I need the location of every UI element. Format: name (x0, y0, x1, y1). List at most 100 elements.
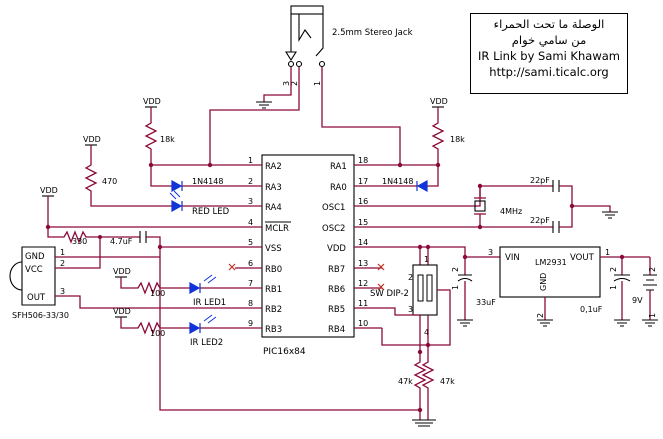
svg-text:2: 2 (60, 259, 65, 268)
svg-text:7: 7 (248, 279, 253, 288)
svg-text:100: 100 (150, 329, 165, 338)
jack-body-top (290, 5, 324, 15)
svg-text:22pF: 22pF (530, 216, 550, 225)
pic-left-pin-lines (235, 164, 262, 329)
svg-text:RB6: RB6 (328, 285, 345, 295)
svg-text:RB7: RB7 (328, 265, 345, 275)
ir-led-icon (189, 321, 201, 335)
svg-text:VDD: VDD (143, 97, 161, 106)
jack-tip-wire (321, 67, 401, 165)
jack-pin-1 (318, 60, 326, 68)
resistor-18k-left (144, 107, 158, 165)
svg-text:RB2: RB2 (265, 305, 282, 315)
diode-icon (171, 179, 183, 193)
svg-text:IR LED2: IR LED2 (190, 338, 223, 348)
jack-gnd-wire (263, 67, 292, 102)
svg-text:1: 1 (424, 255, 429, 264)
svg-text:1: 1 (60, 248, 65, 257)
svg-text:47k: 47k (440, 377, 455, 386)
ir-led-icon (189, 281, 201, 295)
resistor-470 (84, 145, 172, 207)
svg-text:VDD: VDD (40, 186, 58, 195)
red-led-icon (171, 199, 183, 213)
ground-icon (412, 419, 436, 427)
resistor-100-b (120, 317, 190, 335)
svg-text:RB3: RB3 (265, 325, 282, 335)
svg-text:2: 2 (290, 81, 299, 86)
jack-ring-wire (209, 67, 300, 165)
svg-text:VSS: VSS (265, 244, 282, 254)
svg-text:470: 470 (102, 177, 117, 186)
svg-text:0,1uF: 0,1uF (580, 305, 603, 314)
svg-text:14: 14 (358, 238, 368, 247)
svg-text:1: 1 (609, 285, 618, 290)
title-english: IR Link by Sami Khawam (478, 49, 620, 63)
svg-text:8: 8 (248, 299, 253, 308)
svg-text:11: 11 (358, 299, 368, 308)
svg-text:GND: GND (539, 273, 548, 291)
svg-text:3: 3 (282, 81, 291, 86)
nc-mark-icon (377, 283, 385, 291)
svg-text:OUT: OUT (27, 293, 46, 303)
ground-icon (537, 319, 553, 327)
svg-text:4MHz: 4MHz (500, 207, 522, 216)
svg-text:VDD: VDD (83, 135, 101, 144)
svg-text:1: 1 (313, 81, 322, 86)
svg-text:2: 2 (248, 177, 253, 186)
svg-text:MCLR: MCLR (265, 224, 289, 234)
svg-text:RED LED: RED LED (192, 207, 230, 217)
title-arabic-line1: الوصلة ما تحت الحمراء (493, 17, 605, 31)
svg-text:18: 18 (358, 156, 368, 165)
svg-text:RA2: RA2 (265, 162, 282, 172)
capacitor-icon (552, 180, 560, 192)
svg-text:IR LED1: IR LED1 (193, 298, 226, 308)
lm2931-regulator (499, 246, 601, 298)
pic-name: PIC16x84 (263, 347, 306, 357)
svg-text:13: 13 (358, 259, 368, 268)
resistor-100-a (120, 277, 190, 295)
svg-text:17: 17 (358, 177, 368, 186)
svg-text:22pF: 22pF (530, 176, 550, 185)
resistor-18k-right (431, 107, 445, 165)
svg-text:RB0: RB0 (265, 265, 282, 275)
svg-text:330: 330 (72, 237, 87, 246)
svg-text:OSC1: OSC1 (322, 203, 345, 213)
svg-text:1N4148: 1N4148 (382, 177, 413, 186)
pic-right-pin-lines (354, 164, 382, 329)
svg-text:100: 100 (150, 289, 165, 298)
resistor-47k-a (413, 355, 427, 420)
svg-text:1: 1 (648, 313, 657, 318)
svg-text:RB1: RB1 (265, 285, 282, 295)
svg-text:RB5: RB5 (328, 305, 345, 315)
svg-text:RA1: RA1 (330, 162, 347, 172)
svg-text:33uF: 33uF (476, 298, 496, 307)
ground-icon (457, 319, 473, 327)
svg-text:OSC2: OSC2 (322, 224, 345, 234)
crystal-icon (474, 200, 486, 212)
svg-text:16: 16 (358, 197, 368, 206)
svg-text:10: 10 (358, 319, 368, 328)
capacitor-01uf-icon (613, 274, 631, 282)
svg-text:6: 6 (248, 259, 253, 268)
svg-text:12: 12 (358, 279, 368, 288)
svg-text:VIN: VIN (505, 253, 520, 263)
svg-text:5: 5 (248, 238, 253, 247)
battery-icon (643, 274, 657, 291)
svg-text:LM2931: LM2931 (535, 258, 567, 267)
svg-text:VDD: VDD (327, 244, 346, 254)
stereo-jack (285, 5, 326, 68)
title-block: الوصلة ما تحت الحمراء من سامي خوام IR Li… (470, 13, 628, 94)
svg-text:2: 2 (408, 273, 413, 282)
pic-chip (261, 154, 355, 338)
svg-text:1: 1 (605, 248, 610, 257)
svg-text:18k: 18k (160, 135, 175, 144)
svg-text:RA0: RA0 (330, 183, 347, 193)
title-arabic-line2: من سامي خوام (511, 33, 587, 47)
svg-text:1: 1 (248, 156, 253, 165)
svg-text:VDD: VDD (430, 97, 448, 106)
svg-text:9: 9 (248, 319, 253, 328)
capacitor-33uf-icon (457, 274, 473, 282)
svg-text:47k: 47k (398, 377, 413, 386)
